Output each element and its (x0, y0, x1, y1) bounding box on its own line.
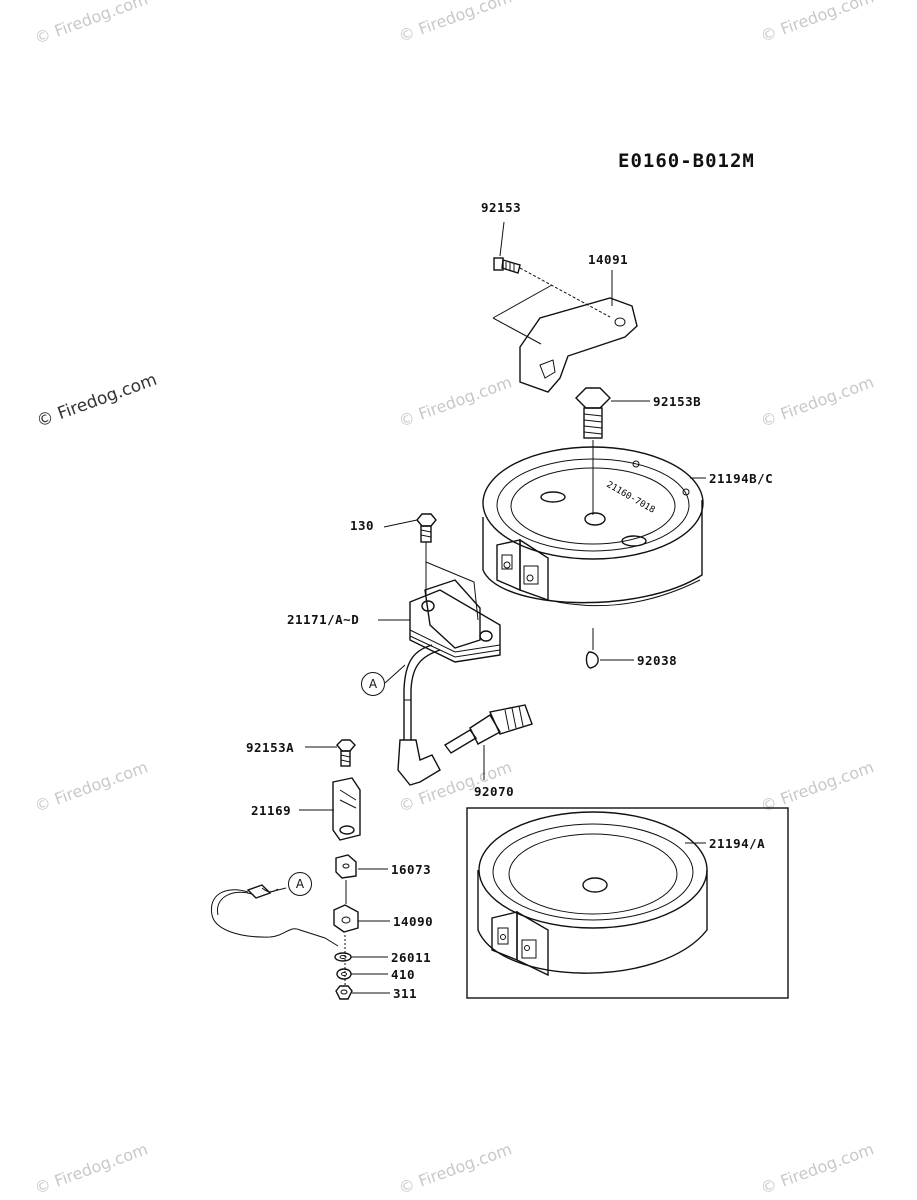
spark-plug-cap-drawing (397, 739, 441, 786)
part-label-92153B[interactable]: 92153B (653, 394, 702, 409)
part-label-92070[interactable]: 92070 (474, 784, 515, 799)
part-label-21194A[interactable]: 21194/A (709, 836, 766, 851)
part-label-16073[interactable]: 16073 (391, 862, 432, 877)
callout-a-wire: A (288, 872, 312, 896)
callout-a-coil: A (361, 672, 385, 696)
part-label-311[interactable]: 311 (393, 986, 418, 1001)
part-label-14090[interactable]: 14090 (393, 914, 434, 929)
part-label-130[interactable]: 130 (350, 518, 375, 533)
part-label-26011[interactable]: 26011 (391, 950, 432, 965)
part-label-21171[interactable]: 21171/A~D (287, 612, 360, 627)
bolt-92153-drawing (493, 257, 521, 274)
bracket-14090-drawing (333, 880, 359, 933)
inset-box (466, 807, 789, 999)
bolt-92153A-drawing (336, 739, 356, 767)
part-label-21194BC[interactable]: 21194B/C (709, 471, 774, 486)
ignition-coil-21171-drawing (403, 561, 501, 740)
part-label-410[interactable]: 410 (391, 967, 416, 982)
flywheel-stamp-text: 21160-7018 (605, 480, 657, 516)
part-label-92153A[interactable]: 92153A (246, 740, 295, 755)
spark-plug-92070-drawing (443, 704, 533, 780)
key-92038-drawing (585, 651, 599, 669)
bracket-14091-drawing (492, 267, 638, 393)
lead-wire-26011-drawing (210, 884, 352, 962)
part-label-92038[interactable]: 92038 (637, 653, 678, 668)
leader-lines (269, 221, 706, 994)
flywheel-21194A-drawing (477, 811, 708, 977)
part-label-21169[interactable]: 21169 (251, 803, 292, 818)
washer-410-drawing (336, 968, 352, 980)
bolt-130-drawing (416, 513, 437, 598)
terminal-16073-drawing (335, 854, 357, 879)
diagram-code: E0160-B012M (618, 150, 755, 172)
part-label-92153[interactable]: 92153 (481, 200, 522, 215)
bolt-92153B-drawing (575, 387, 611, 515)
part-label-14091[interactable]: 14091 (588, 252, 629, 267)
switch-21169-drawing (332, 777, 361, 841)
nut-311-drawing (335, 985, 353, 1000)
